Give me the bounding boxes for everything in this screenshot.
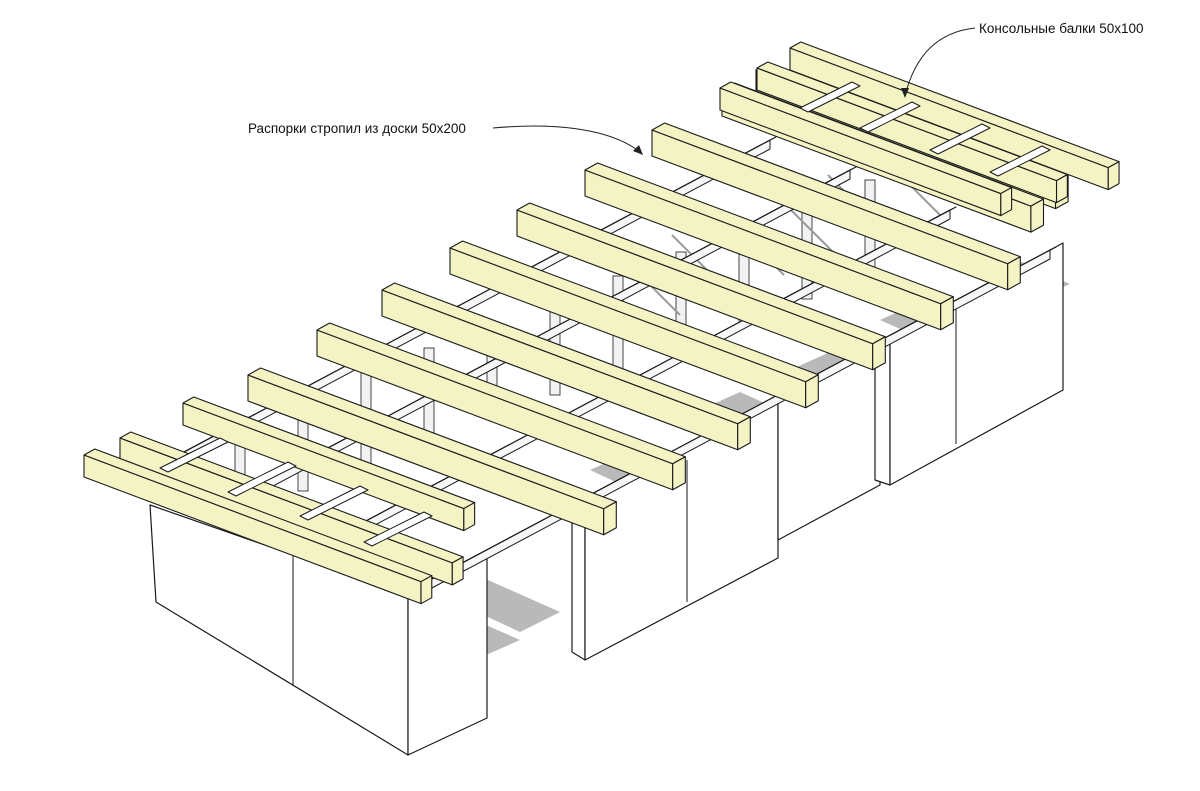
cantilever-rear-1-end [1055, 174, 1068, 204]
rafter-brace-1-end [672, 456, 686, 491]
cantilever-rear-block-3 [989, 145, 1051, 177]
rafter-braces-label: Распорки стропил из доски 50х200 [248, 121, 466, 136]
rafter-brace-2-end [737, 416, 751, 451]
rafter-brace-0-end [603, 501, 617, 536]
cantilever-rear-block-1 [859, 101, 921, 133]
cantilever-front-block-0 [159, 437, 229, 473]
cantilever-rear-2-end [1000, 187, 1013, 217]
cantilever-beams-label: Консольные балки 50х100 [979, 21, 1144, 36]
cantilever-front-block-3 [363, 511, 433, 547]
cantilever-front-1-end [451, 556, 464, 586]
rafter-brace-4-end [872, 336, 886, 371]
braces-leader-line [492, 125, 641, 153]
cantilever-beams-50x100 [83, 41, 1120, 605]
building-walls [149, 242, 1064, 756]
cantilever-front-0-end [420, 575, 433, 605]
cantilever-front-block-1 [227, 461, 297, 497]
rafter-brace-3-end [805, 374, 819, 409]
rafter-brace-6-end [1007, 256, 1021, 291]
braces-leader-arrow [633, 145, 643, 155]
cantilever-rear-0-end [1107, 161, 1120, 191]
cantilever-leader-arrow [901, 88, 909, 98]
rear-block-right-face [889, 242, 1064, 486]
cantilever-front-block-2 [299, 485, 369, 521]
cantilever-rear-block-0 [799, 81, 861, 113]
rafter-brace-7-end [1030, 198, 1045, 233]
cantilever-rear-block-2 [929, 123, 991, 155]
rafter-brace-5-end [940, 296, 954, 331]
cantilever-leader-line [904, 27, 976, 97]
cantilever-front-2-end [463, 502, 476, 532]
